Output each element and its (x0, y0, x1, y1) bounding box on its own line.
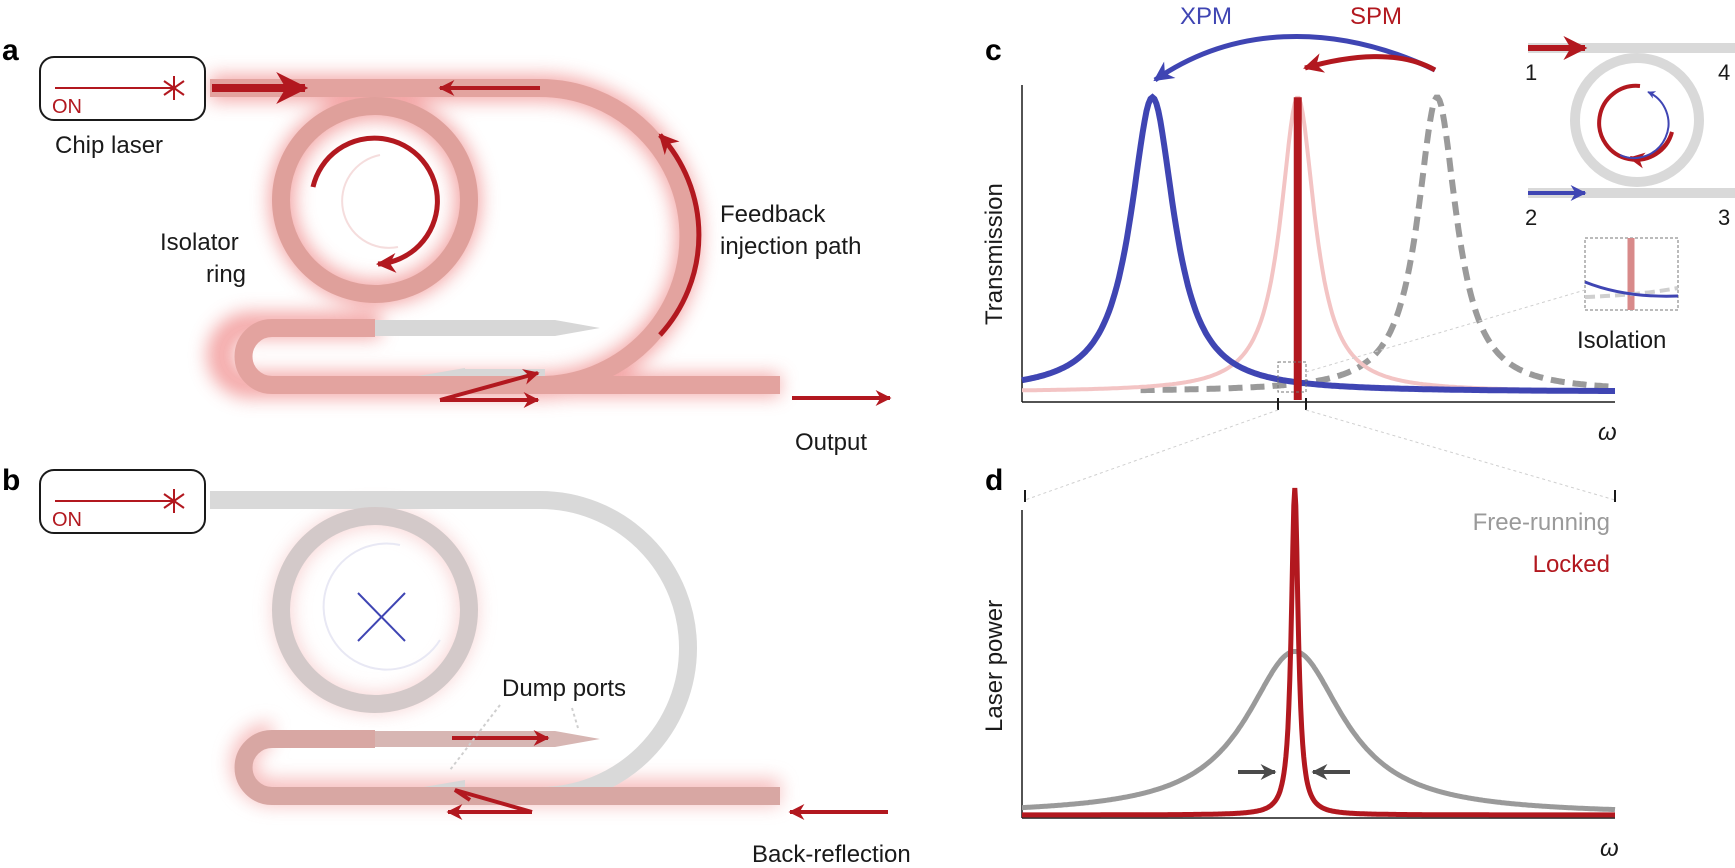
c-xlabel: ω (1598, 419, 1617, 446)
c-curves (1021, 93, 1616, 400)
dump-arrow-b-top (555, 731, 600, 747)
spm-arrow (1303, 53, 1437, 73)
laser-state-a: ON (52, 96, 82, 118)
isolator-ring (272, 97, 478, 303)
bus-waveguide (210, 79, 698, 394)
zoom-leader-d-left (1024, 409, 1279, 501)
xpm-resonance-curve (1021, 93, 1615, 394)
ring-circulation-arrow (310, 135, 440, 273)
panel-a: a ON Chip laser (2, 34, 892, 456)
d-ylabel: Laser power (981, 600, 1008, 732)
dump-arrow-red-bottom (453, 788, 533, 814)
isolation-blue-curve (1584, 280, 1679, 298)
bus-waveguide-b (210, 491, 697, 805)
laser-label: Chip laser (55, 132, 163, 159)
isolation-inset: Isolation (1305, 237, 1679, 373)
panel-c-letter: c (985, 34, 1002, 67)
spm-label: SPM (1350, 3, 1402, 30)
port-label-3: 3 (1718, 205, 1730, 230)
circulator-inset: 1 4 2 3 (1525, 36, 1735, 230)
xpm-label: XPM (1180, 3, 1232, 30)
inset-red-circulation (1597, 83, 1674, 169)
inset-blue-circulation (1619, 91, 1670, 159)
blocked-x-icon (357, 592, 406, 642)
dump-pointer-1 (449, 704, 501, 771)
laser-state-b: ON (52, 509, 82, 531)
port-label-4: 4 (1718, 60, 1730, 85)
feedback-label-2: injection path (720, 233, 861, 260)
ring-b-faint-arrow (322, 542, 441, 671)
dump-ports-label: Dump ports (502, 675, 626, 702)
ring-label-2: ring (206, 261, 246, 288)
panel-b-glow (230, 507, 780, 805)
zoom-leader-d-right (1305, 409, 1616, 501)
laser-star-b (163, 489, 185, 513)
zoom-leader-1 (1305, 289, 1586, 373)
panel-d-letter: d (985, 464, 1003, 497)
isolation-label: Isolation (1577, 327, 1666, 354)
ring-b (272, 507, 478, 713)
panel-b-letter: b (2, 464, 20, 497)
backreflection-label: Back-reflection (752, 841, 911, 868)
laser-star-a (163, 76, 185, 100)
dump-arrow-top (555, 320, 600, 336)
feedback-arrow (658, 133, 702, 337)
locked-curve (1022, 487, 1615, 818)
loop-arrows (439, 369, 540, 402)
ring-weak-arrow (341, 154, 399, 249)
dump-pointer-2 (571, 707, 579, 729)
legend-locked: Locked (1533, 551, 1610, 578)
loop-waveguide-b (234, 730, 780, 805)
c-zoom-box (1277, 361, 1307, 393)
xpm-arrow (1153, 33, 1437, 83)
loop-waveguide (234, 319, 780, 394)
panel-a-letter: a (2, 34, 19, 67)
d-curves (1022, 487, 1616, 818)
unshifted-resonance-curve (1022, 95, 1615, 393)
panel-c: c Transmission ω XPM SPM 1 4 2 3 (981, 3, 1735, 501)
legend-free-running: Free-running (1473, 509, 1610, 536)
ring-label-1: Isolator (160, 229, 239, 256)
port-label-2: 2 (1525, 205, 1537, 230)
panel-b: b ON Dump ports Back-reflecti (2, 464, 911, 868)
d-xlabel: ω (1600, 835, 1619, 862)
port-label-1: 1 (1525, 60, 1537, 85)
panel-d: d Laser power ω Free-running Locked (981, 464, 1619, 862)
inset-ring (1570, 53, 1704, 187)
output-label: Output (795, 429, 867, 456)
free-running-curve (1022, 649, 1616, 813)
feedback-label-1: Feedback (720, 201, 826, 228)
c-ylabel: Transmission (981, 183, 1008, 325)
